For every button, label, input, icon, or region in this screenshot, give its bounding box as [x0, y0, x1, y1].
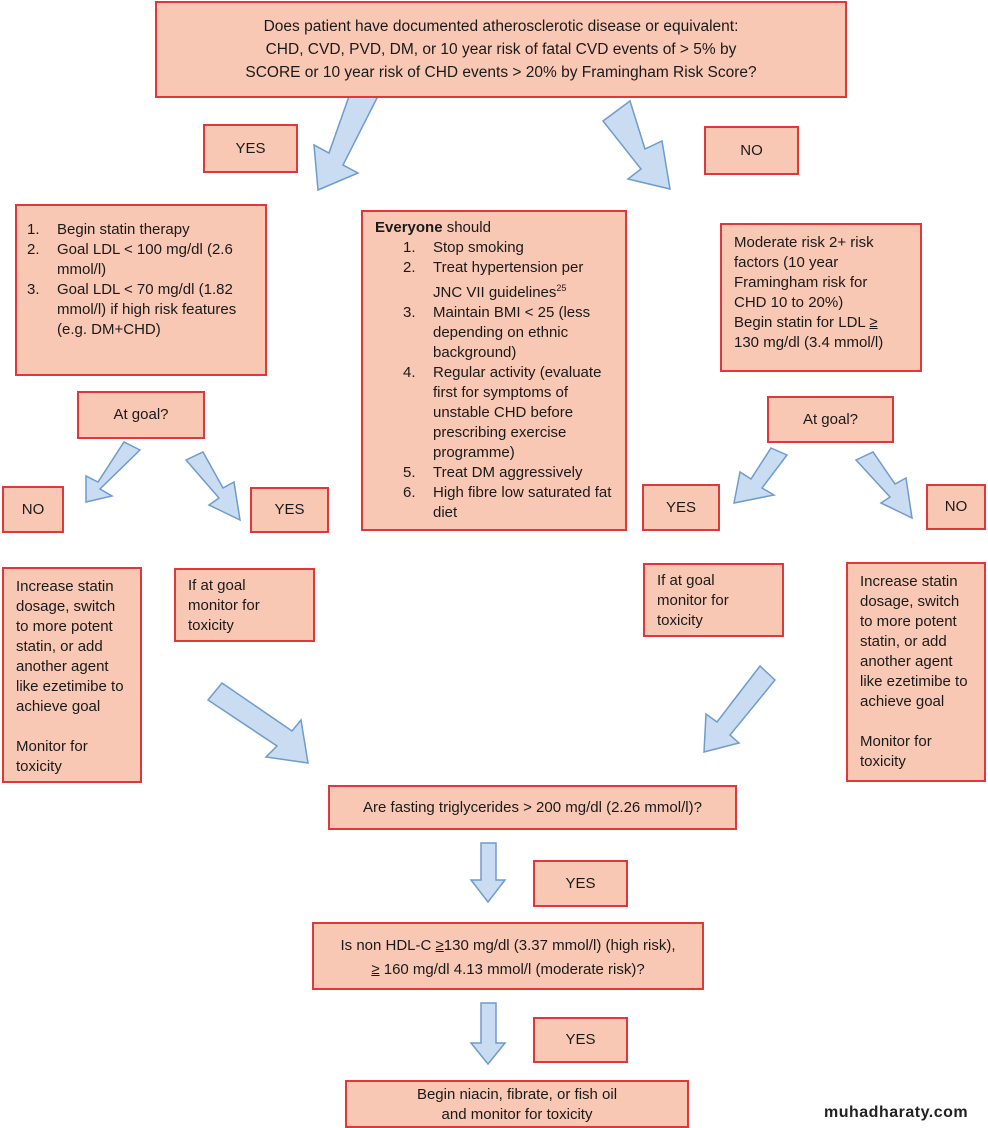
non-hdl-line-2: ≥ 160 mg/dl 4.13 mmol/l (moderate risk)?: [371, 961, 645, 978]
yes-label-top-left: YES: [203, 124, 298, 173]
arrow-down-1: [469, 842, 507, 904]
yes-label-right: YES: [642, 484, 720, 531]
everyone-list: 1.Stop smoking 2.Treat hypertension per …: [373, 238, 613, 523]
list-item: 6.High fibre low saturated fat diet: [403, 484, 612, 521]
list-item: 3.Maintain BMI < 25 (less depending on e…: [403, 304, 591, 361]
left-therapy-list: 1.Begin statin therapy 2.Goal LDL < 100 …: [17, 220, 265, 340]
no-label-right: NO: [926, 484, 986, 530]
arrow-down-2: [469, 1002, 507, 1066]
yes-label-non-hdl: YES: [533, 1017, 628, 1063]
monitor-toxicity-left: If at goal monitor for toxicity: [174, 568, 315, 642]
moderate-risk-box: Moderate risk 2+ risk factors (10 year F…: [720, 223, 922, 372]
non-hdl-line-1: Is non HDL-C ≥130 mg/dl (3.37 mmol/l) (h…: [340, 937, 676, 954]
list-item: 2.Treat hypertension per JNC VII guideli…: [403, 259, 584, 301]
at-goal-left: At goal?: [77, 391, 205, 439]
yes-label-triglycerides: YES: [533, 860, 628, 907]
question-line-2: CHD, CVD, PVD, DM, or 10 year risk of fa…: [265, 41, 737, 58]
left-statin-therapy: 1.Begin statin therapy 2.Goal LDL < 100 …: [15, 204, 267, 376]
list-item: 3.Goal LDL < 70 mg/dl (1.82 mmol/l) if h…: [27, 281, 237, 338]
arrow-left-yes: [184, 451, 241, 522]
arrow-left-no: [85, 441, 142, 503]
list-item: 2.Goal LDL < 100 mg/dl (2.6 mmol/l): [27, 241, 233, 278]
arrow-right-no: [854, 451, 913, 520]
arrow-right-yes: [733, 447, 789, 504]
no-label-left: NO: [2, 486, 64, 533]
list-item: 1.Begin statin therapy: [27, 221, 190, 238]
everyone-should-box: Everyone should 1.Stop smoking 2.Treat h…: [361, 210, 627, 531]
arrow-to-tg-left: [206, 681, 309, 764]
question-line-3: SCORE or 10 year risk of CHD events > 20…: [245, 64, 757, 81]
increase-statin-right: Increase statin dosage, switch to more p…: [846, 562, 986, 782]
moderate-risk-statin: Begin statin for LDL ≥: [734, 314, 878, 331]
list-item: 4.Regular activity (evaluate first for s…: [403, 364, 602, 461]
arrow-top-left: [313, 83, 378, 192]
at-goal-right: At goal?: [767, 396, 894, 443]
question-atherosclerotic-disease: Does patient have documented atheroscler…: [155, 1, 847, 98]
triglycerides-question: Are fasting triglycerides > 200 mg/dl (2…: [328, 785, 737, 830]
monitor-toxicity-right: If at goal monitor for toxicity: [643, 563, 784, 637]
arrow-top-right: [601, 99, 671, 190]
non-hdl-question: Is non HDL-C ≥130 mg/dl (3.37 mmol/l) (h…: [312, 922, 704, 990]
no-label-top-right: NO: [704, 126, 799, 175]
arrow-to-tg-right: [703, 664, 777, 753]
watermark: muhadharaty.com: [824, 1104, 969, 1121]
begin-niacin-box: Begin niacin, fibrate, or fish oil and m…: [345, 1080, 689, 1128]
yes-label-left: YES: [250, 487, 329, 533]
list-item: 5.Treat DM aggressively: [403, 464, 583, 481]
increase-statin-left: Increase statin dosage, switch to more p…: [2, 567, 142, 783]
list-item: 1.Stop smoking: [403, 239, 524, 256]
question-line-1: Does patient have documented atheroscler…: [263, 18, 739, 35]
everyone-heading: Everyone should: [375, 219, 491, 236]
